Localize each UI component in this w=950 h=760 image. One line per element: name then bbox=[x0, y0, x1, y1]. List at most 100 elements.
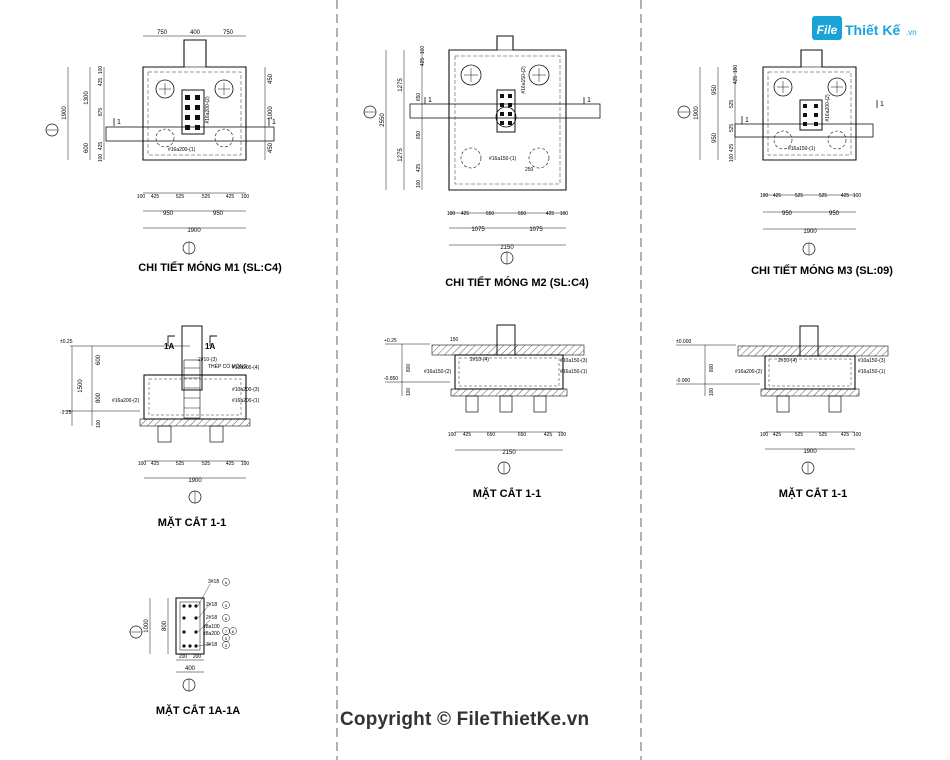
m1-section-note: THÉP CỔ MÓNG bbox=[208, 363, 247, 370]
logo-mark: File Thiết Kế .vn bbox=[812, 16, 917, 40]
m2-section-level: +0.25 bbox=[384, 338, 397, 344]
m3-plan-bottom-dim: 525 bbox=[795, 193, 804, 199]
m3-section-height: 100 bbox=[709, 388, 715, 397]
m3-section-note: #10a150-(3) bbox=[858, 358, 886, 364]
m1-plan-drawing bbox=[45, 35, 275, 255]
m2-plan-bottom-dim: 1075 bbox=[529, 227, 543, 233]
m1-plan-top-dim: 400 bbox=[190, 30, 201, 36]
m3-plan-bottom-dim: 950 bbox=[829, 211, 840, 217]
section-1a-bubble: 6 bbox=[225, 580, 228, 585]
m3-plan-rebar-note: #16a150-(1) bbox=[788, 146, 816, 152]
m1-plan-bottom-dim: 525 bbox=[202, 194, 211, 200]
m3-plan-left-detail: 525 bbox=[729, 124, 735, 133]
m3-plan-section-mark: 1 bbox=[880, 101, 884, 108]
m3-plan-left-detail: 425 bbox=[729, 144, 735, 153]
m2-plan-left-total: 2550 bbox=[380, 113, 386, 127]
m1-plan-rebar-note: #16a200-(2) bbox=[205, 96, 211, 124]
section-1a-caption: MẶT CẮT 1A-1A bbox=[156, 704, 240, 717]
m3-section-bottom-dim: 425 bbox=[773, 432, 782, 438]
m3-section-note: #16a200-(2) bbox=[735, 369, 763, 375]
m3-plan-drawing bbox=[677, 49, 878, 256]
m1-section-drawing bbox=[62, 325, 251, 504]
section-1a-drawing bbox=[129, 578, 237, 692]
m1-plan-left-detail: 100 bbox=[98, 66, 104, 75]
m3-section-note: 2#10-(4) bbox=[778, 358, 797, 364]
m3-section-bottom-total: 1900 bbox=[803, 449, 817, 455]
m2-plan-left-inner: 1275 bbox=[398, 148, 404, 162]
m1-section-bottom-dim: 425 bbox=[151, 461, 160, 467]
m1-plan-left-detail: 100 bbox=[98, 154, 104, 163]
m3-section-drawing bbox=[676, 325, 889, 475]
m1-section-height: 100 bbox=[96, 420, 102, 429]
m1-section-height: 600 bbox=[96, 354, 102, 365]
m1-plan-left-detail: 425 bbox=[98, 78, 104, 87]
m1-section-note: #10a200-(3) bbox=[232, 387, 260, 393]
m1-section-caption: MẶT CẮT 1-1 bbox=[158, 516, 226, 529]
m3-section-bottom-dim: 100 bbox=[760, 432, 769, 438]
section-1a-bubble: 5 bbox=[225, 603, 228, 608]
m2-plan-caption: CHI TIẾT MÓNG M2 (SL:C4) bbox=[445, 276, 589, 289]
section-1a-height: 1000 bbox=[144, 619, 150, 633]
m3-plan-left-detail: 525 bbox=[729, 100, 735, 109]
section-1a-height: 800 bbox=[162, 620, 168, 631]
m2-plan-bottom-total: 2150 bbox=[500, 245, 514, 251]
m1-section-bottom-dim: 525 bbox=[176, 461, 185, 467]
m1-plan-left-detail: 875 bbox=[98, 108, 104, 117]
m2-section-bottom-dim: 650 bbox=[518, 432, 527, 438]
section-1a-note: 2#18 bbox=[206, 615, 217, 621]
section-1a-bottom-total: 400 bbox=[185, 666, 196, 672]
logo-word-file: File bbox=[817, 23, 838, 37]
m2-plan-top-dim: 100 bbox=[420, 46, 426, 55]
m2-plan-bottom-dim: 1075 bbox=[471, 227, 485, 233]
m2-plan-rebar-note: #16a150-(1) bbox=[489, 156, 517, 162]
m2-section-note: #16a150-(2) bbox=[424, 369, 452, 375]
m1-plan-bottom-dim: 950 bbox=[163, 211, 174, 217]
section-1a-bubble: 8 bbox=[232, 629, 235, 634]
m2-section-bottom-total: 2150 bbox=[502, 450, 516, 456]
m3-plan-caption: CHI TIẾT MÓNG M3 (SL:09) bbox=[751, 264, 893, 277]
m2-plan-drawing bbox=[363, 35, 601, 265]
m3-plan-bottom-dim: 100 bbox=[760, 193, 769, 199]
m1-section-level: -1.25 bbox=[60, 410, 72, 416]
m1-plan-bottom-dim: 100 bbox=[137, 194, 146, 200]
copyright-notice: Copyright © FileThietKe.vn bbox=[340, 709, 590, 730]
m2-section-note: #16a150-(1) bbox=[560, 369, 588, 375]
section-1a-bubble: 5 bbox=[225, 643, 228, 648]
m1-section-bottom-dim: 100 bbox=[241, 461, 250, 467]
m1-plan-left-detail: 425 bbox=[98, 142, 104, 151]
m2-section-bottom-dim: 650 bbox=[487, 432, 496, 438]
m3-plan-bottom-dim: 425 bbox=[841, 193, 850, 199]
m3-plan-bottom-dim: 425 bbox=[773, 193, 782, 199]
section-1a-bubble: 5 bbox=[225, 636, 228, 641]
m1-plan-right-dim: 450 bbox=[268, 73, 274, 84]
m2-plan-bottom-dim: 425 bbox=[461, 211, 470, 217]
m2-plan-left-detail: 650 bbox=[416, 131, 422, 140]
m3-section-bottom-dim: 525 bbox=[819, 432, 828, 438]
m3-plan-left-inner: 950 bbox=[712, 132, 718, 143]
m2-section-level: -0.850 bbox=[384, 376, 398, 382]
m2-section-bottom-dim: 100 bbox=[448, 432, 457, 438]
section-1a-note: 3#18 bbox=[206, 642, 217, 648]
m1-section-bottom-dim: 425 bbox=[226, 461, 235, 467]
m1-plan-section-mark: 1 bbox=[117, 119, 121, 126]
m2-section-bottom-dim: 100 bbox=[558, 432, 567, 438]
m1-section-note: 2#10-(3) bbox=[198, 357, 217, 363]
m3-plan-bottom-dim: 950 bbox=[782, 211, 793, 217]
m1-section-bottom-total: 1900 bbox=[188, 478, 202, 484]
m3-plan-left-total: 1900 bbox=[694, 106, 700, 120]
m1-section-height: 1500 bbox=[78, 379, 84, 393]
m1-section-mark: 1A bbox=[164, 342, 174, 351]
m3-plan-bottom-total: 1900 bbox=[803, 229, 817, 235]
m1-plan-right-dim: 1000 bbox=[268, 106, 274, 120]
m1-section-level: ±0.25 bbox=[60, 339, 73, 345]
m3-plan-top-dim: 425 bbox=[733, 76, 739, 85]
m1-plan-bottom-dim: 100 bbox=[241, 194, 250, 200]
m1-plan-section-mark: 1 bbox=[272, 119, 276, 126]
section-1a-bottom-dim: 200 bbox=[179, 654, 188, 660]
m2-plan-bottom-dim: 650 bbox=[518, 211, 527, 217]
m1-section-bottom-dim: 525 bbox=[202, 461, 211, 467]
m2-plan-extra: 250 bbox=[525, 167, 534, 173]
m2-section-top-note: 150 bbox=[450, 337, 459, 343]
m1-section-bottom-dim: 100 bbox=[138, 461, 147, 467]
m2-plan-section-mark: 1 bbox=[428, 97, 432, 104]
